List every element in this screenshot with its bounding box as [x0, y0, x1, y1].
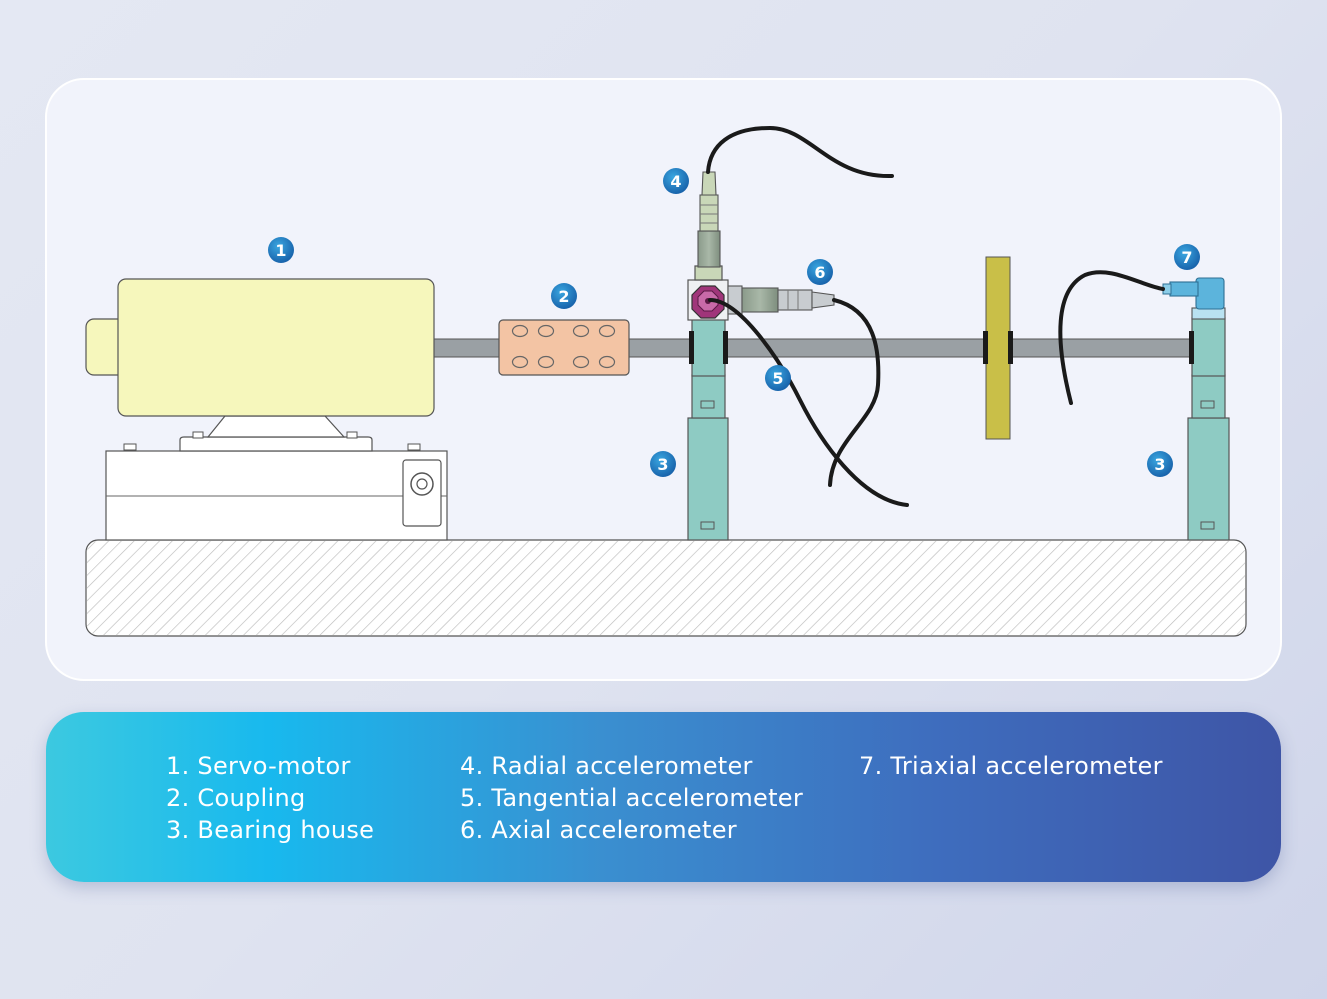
legend-column-2: 4. Radial accelerometer 5. Tangential ac… — [460, 750, 803, 846]
callout-3-left: 3 — [650, 451, 676, 477]
svg-text:6: 6 — [814, 263, 825, 282]
callout-3-right: 3 — [1147, 451, 1173, 477]
coupling — [498, 319, 630, 376]
legend-item-radial-accelerometer: 4. Radial accelerometer — [460, 752, 753, 780]
callout-4: 4 — [663, 168, 689, 194]
legend-item-tangential-accelerometer: 5. Tangential accelerometer — [460, 784, 804, 812]
legend-column-3: 7. Triaxial accelerometer — [859, 750, 1163, 782]
svg-text:4: 4 — [670, 172, 681, 191]
sensor-cables — [706, 125, 1165, 507]
callout-6: 6 — [807, 259, 833, 285]
callout-1: 1 — [268, 237, 294, 263]
callout-2: 2 — [551, 283, 577, 309]
radial-accelerometer — [694, 171, 723, 281]
svg-text:3: 3 — [1154, 455, 1165, 474]
svg-text:3: 3 — [657, 455, 668, 474]
axial-accelerometer — [727, 285, 835, 315]
svg-text:5: 5 — [772, 369, 783, 388]
legend-item-coupling: 2. Coupling — [166, 784, 306, 812]
legend-item-axial-accelerometer: 6. Axial accelerometer — [460, 816, 737, 844]
rotor-disc — [983, 256, 1013, 440]
motor-stand — [105, 415, 448, 541]
legend-panel: 1. Servo-motor 2. Coupling 3. Bearing ho… — [46, 712, 1281, 882]
bearing-house-left — [687, 317, 729, 541]
servo-motor — [85, 278, 435, 417]
legend-item-bearing-house: 3. Bearing house — [166, 816, 375, 844]
legend-item-servo-motor: 1. Servo-motor — [166, 752, 351, 780]
bearing-house-right — [1187, 317, 1230, 541]
svg-text:7: 7 — [1181, 248, 1192, 267]
sensor-mount-block — [687, 279, 729, 321]
svg-text:2: 2 — [558, 287, 569, 306]
triaxial-accelerometer — [1162, 277, 1226, 320]
legend-item-triaxial-accelerometer: 7. Triaxial accelerometer — [859, 752, 1163, 780]
callout-7: 7 — [1174, 244, 1200, 270]
legend-column-1: 1. Servo-motor 2. Coupling 3. Bearing ho… — [166, 750, 374, 846]
callout-5: 5 — [765, 365, 791, 391]
svg-text:1: 1 — [275, 241, 286, 260]
